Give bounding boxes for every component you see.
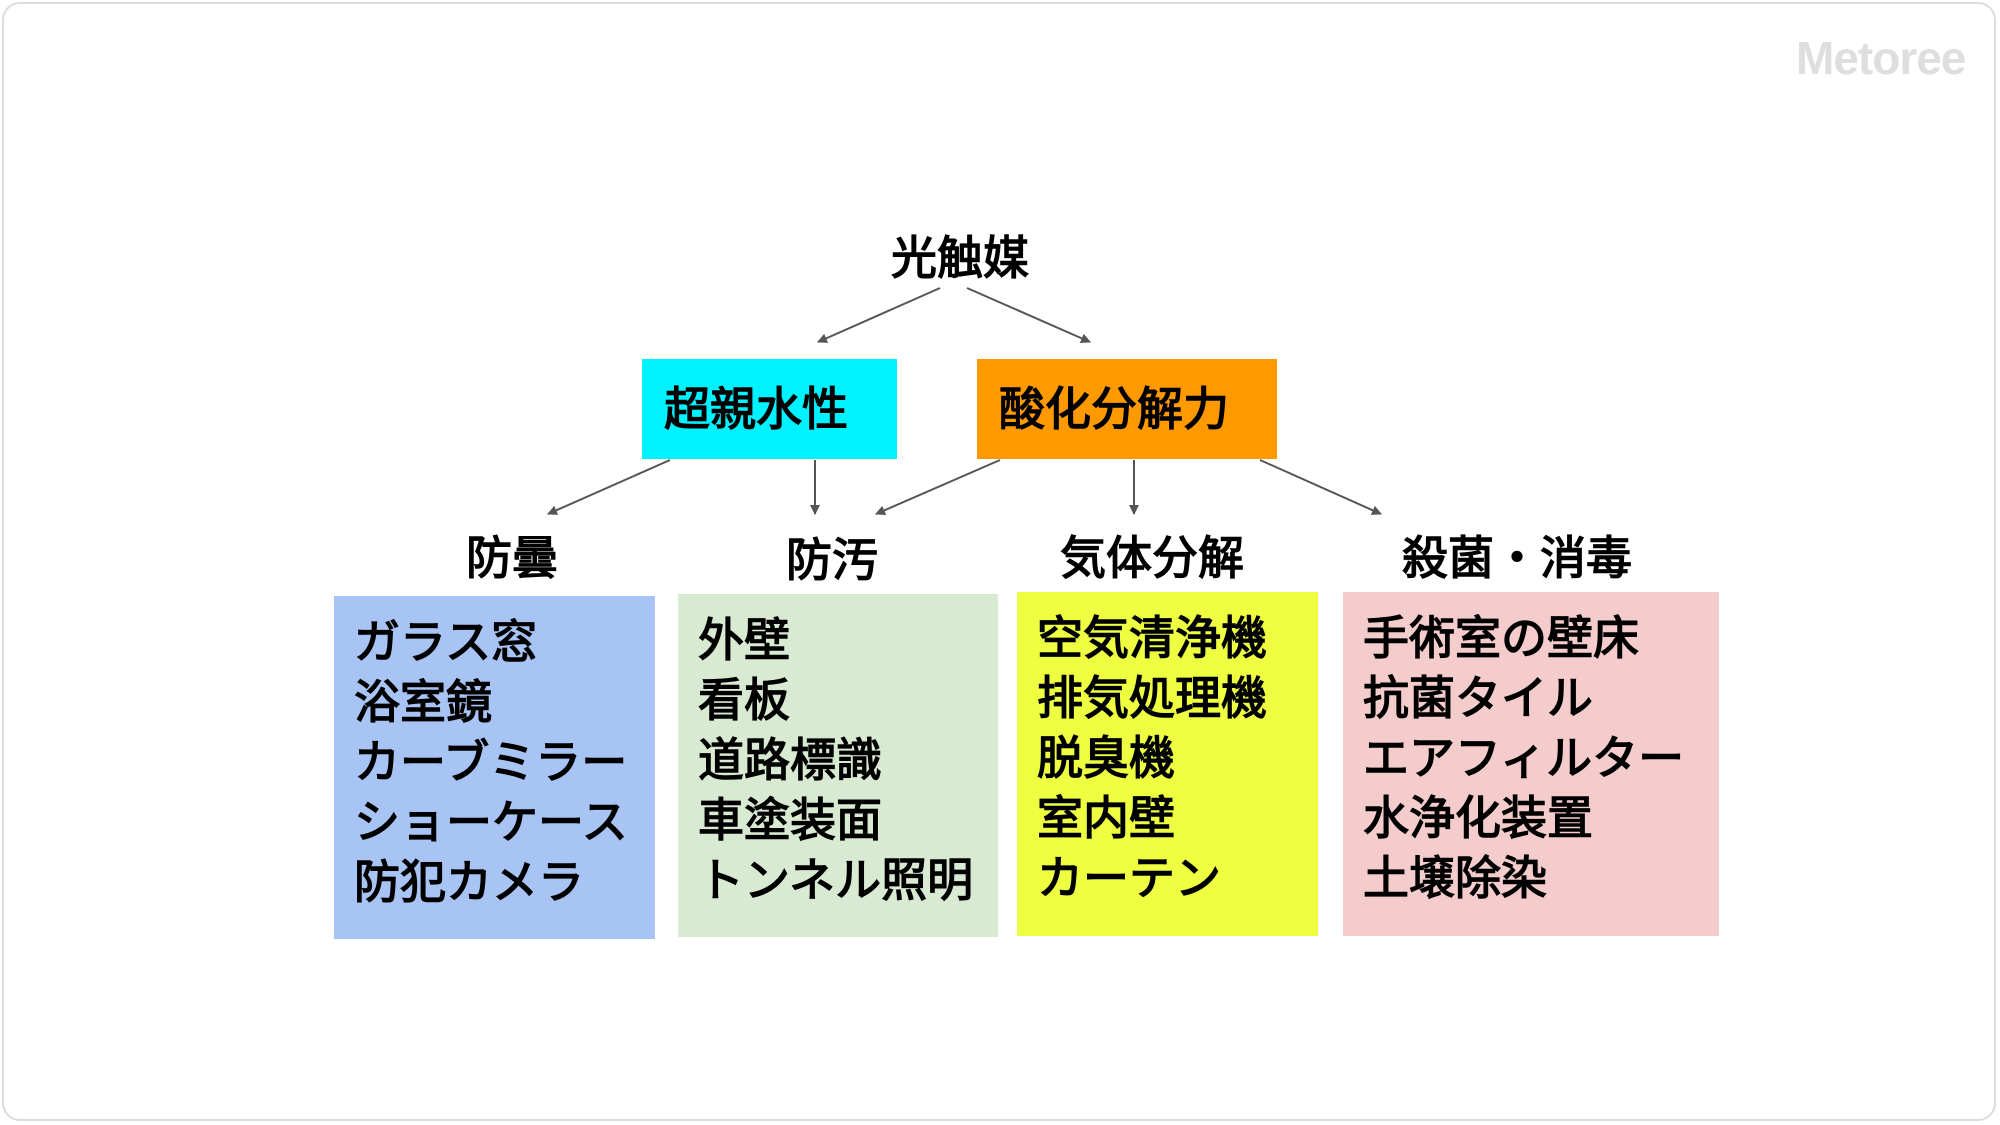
mechanism-oxidative-decomposition: 酸化分解力 — [977, 359, 1277, 459]
mechanism-superhydrophilic: 超親水性 — [642, 359, 897, 459]
list-item: 脱臭機 — [1037, 731, 1175, 785]
list-item: 防犯カメラ — [354, 855, 584, 909]
category-box-antifog: ガラス窓 浴室鏡 カーブミラー ショーケース 防犯カメラ — [334, 596, 655, 939]
arrow-superhydrophilic-to-antifog — [547, 459, 671, 515]
category-box-antifouling: 外壁 看板 道路標識 車塗装面 トンネル照明 — [678, 594, 998, 937]
root-title: 光触媒 — [891, 231, 1029, 285]
metoree-logo: Metoree — [1796, 32, 1966, 84]
category-box-gas-decomposition: 空気清浄機 排気処理機 脱臭機 室内壁 カーテン — [1017, 592, 1318, 936]
list-item: 車塗装面 — [698, 793, 882, 847]
list-item: 水浄化装置 — [1363, 791, 1593, 845]
list-item: 空気清浄機 — [1037, 611, 1267, 665]
list-item: 抗菌タイル — [1363, 671, 1593, 725]
list-item: カーテン — [1037, 851, 1221, 905]
arrow-root-to-oxidative — [966, 287, 1091, 343]
list-item: トンネル照明 — [698, 853, 974, 907]
list-item: 道路標識 — [698, 733, 882, 787]
list-item: ショーケース — [354, 795, 628, 849]
category-box-sterilization: 手術室の壁床 抗菌タイル エアフィルター 水浄化装置 土壌除染 — [1343, 592, 1719, 936]
category-title-antifouling: 防汚 — [786, 533, 878, 587]
list-item: ガラス窓 — [354, 615, 538, 669]
category-title-antifog: 防曇 — [466, 531, 558, 585]
list-item: 浴室鏡 — [354, 675, 492, 729]
arrow-oxidative-to-sterilization — [1259, 459, 1382, 515]
arrow-root-to-superhydrophilic — [817, 287, 941, 343]
category-title-sterilization: 殺菌・消毒 — [1402, 531, 1632, 585]
list-item: 排気処理機 — [1037, 671, 1267, 725]
list-item: 外壁 — [698, 613, 790, 667]
list-item: 手術室の壁床 — [1363, 611, 1639, 665]
list-item: カーブミラー — [354, 735, 628, 789]
category-title-gas-decomposition: 気体分解 — [1060, 531, 1244, 585]
arrow-oxidative-to-antifouling — [875, 459, 1001, 515]
list-item: エアフィルター — [1363, 731, 1685, 785]
list-item: 土壌除染 — [1363, 851, 1547, 905]
list-item: 看板 — [698, 673, 790, 727]
list-item: 室内壁 — [1037, 791, 1175, 845]
